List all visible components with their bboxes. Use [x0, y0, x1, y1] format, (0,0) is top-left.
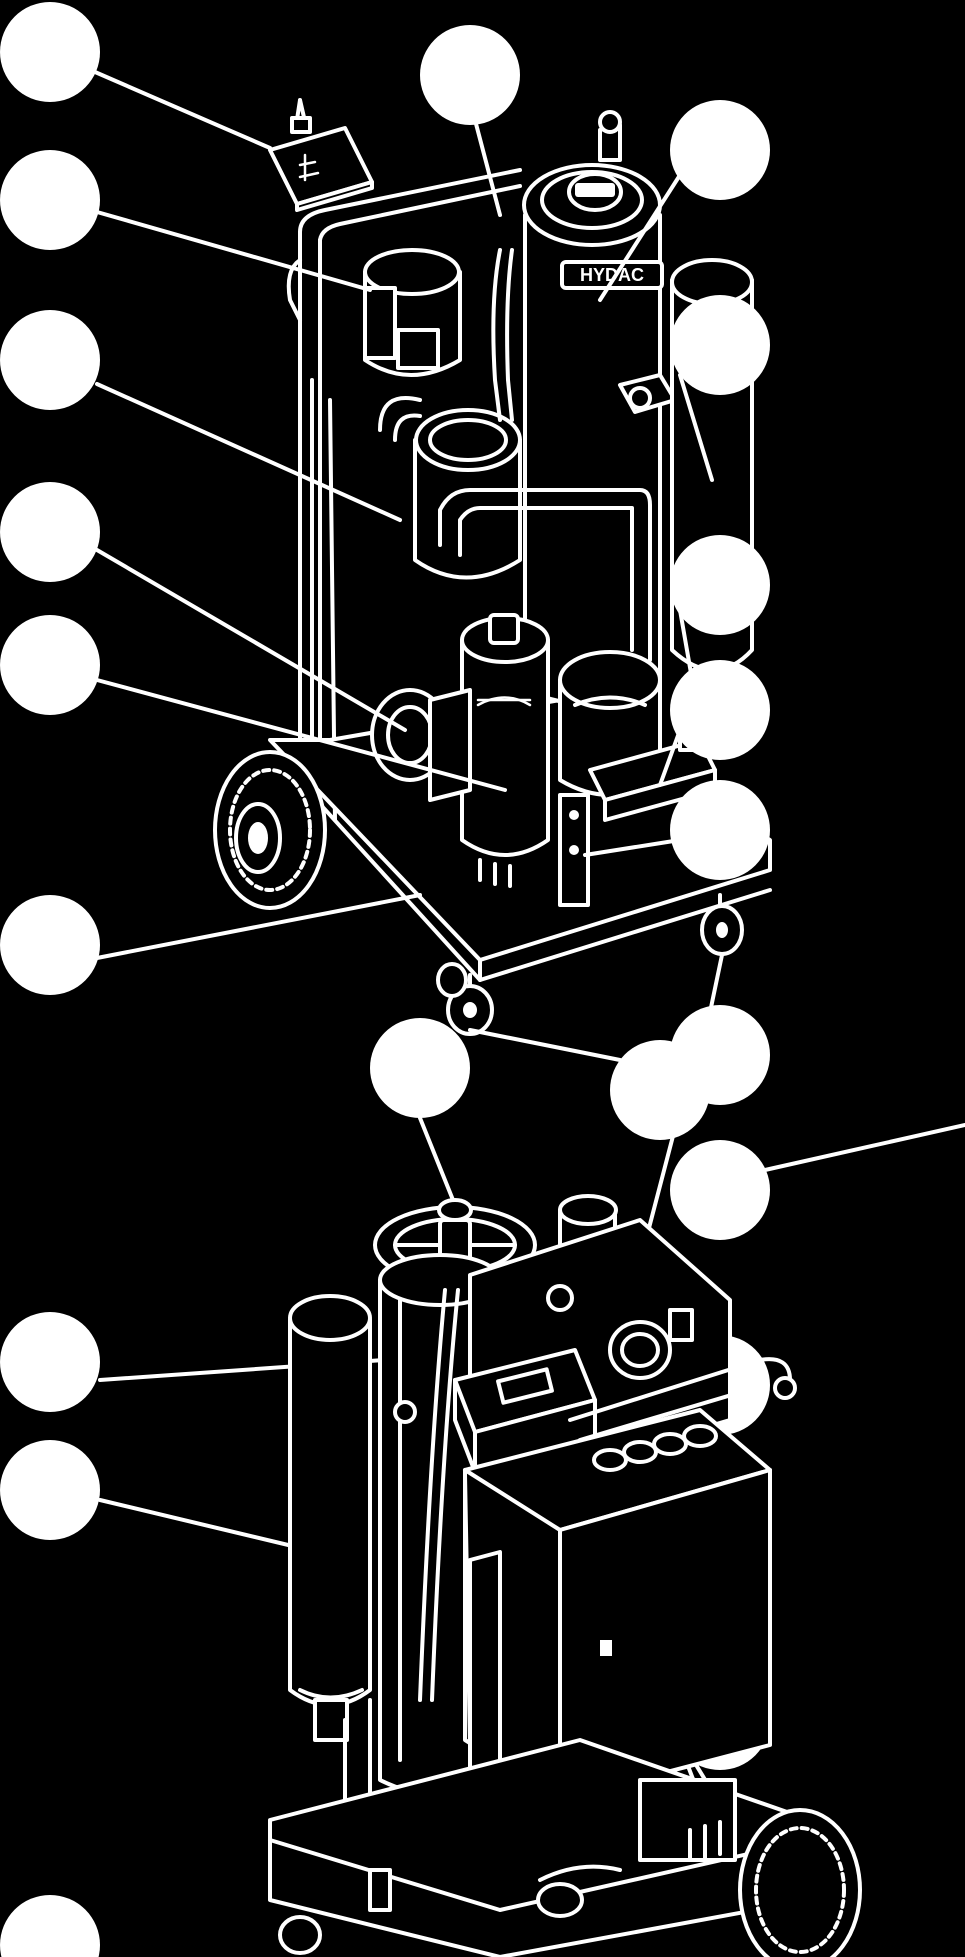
piping [378, 248, 652, 662]
display-unit [453, 1348, 597, 1474]
callout-8 [670, 535, 770, 635]
castor-rear-left [278, 1915, 322, 1955]
callout-12 [0, 895, 100, 995]
callout-16 [670, 1140, 770, 1240]
callout-17 [0, 1312, 100, 1412]
front-view: HYDAC [0, 2, 772, 1140]
wheel-rear-right [738, 1808, 862, 1957]
wheel-left [213, 750, 327, 910]
callout-3 [670, 100, 770, 200]
callout-9 [0, 615, 100, 715]
motor-upper [363, 248, 462, 377]
filter-cartridge [460, 613, 550, 888]
callout-22 [0, 1895, 100, 1957]
remote-control-box [268, 98, 374, 212]
castor-front-right [700, 893, 744, 956]
callout-5 [670, 295, 770, 395]
control-buttons [592, 1424, 718, 1472]
canister-left [288, 1294, 372, 1742]
callout-10 [670, 660, 770, 760]
callout-1 [0, 2, 100, 102]
cabinet-lock [600, 1640, 612, 1656]
callout-19 [0, 1440, 100, 1540]
rear-view [0, 1005, 965, 1957]
electrical-cabinet [463, 1408, 772, 1802]
castor-front-left [446, 973, 494, 1036]
cart-frame [286, 168, 522, 822]
rear-base [268, 1738, 812, 1957]
callout-6 [0, 310, 100, 410]
hydac-logo: HYDAC [580, 265, 644, 285]
callout-4 [0, 150, 100, 250]
callout-7 [0, 482, 100, 582]
callouts-front [0, 2, 770, 1140]
callout-14 [370, 1018, 470, 1118]
leader-lines-front [93, 70, 724, 1062]
callout-15 [670, 1005, 770, 1105]
castor-rear [436, 962, 468, 998]
hose-fittings [536, 1864, 622, 1918]
sensor-bracket [558, 793, 590, 907]
callout-2 [420, 25, 520, 125]
callout-11 [670, 780, 770, 880]
filter-housing-main: HYDAC [522, 110, 677, 707]
motor-middle [413, 408, 522, 580]
pressure-gauge [608, 1320, 672, 1380]
